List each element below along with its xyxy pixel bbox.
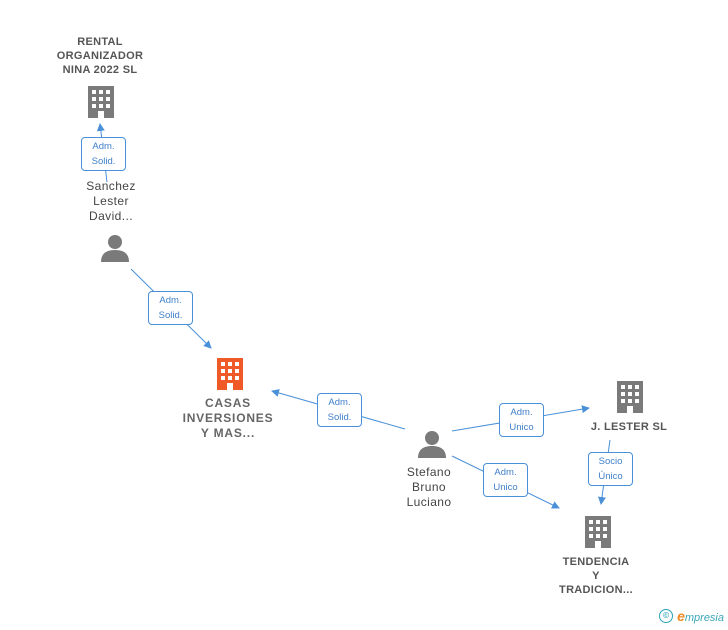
building-icon[interactable] <box>214 357 246 396</box>
building-icon[interactable] <box>583 515 613 554</box>
footer-credit: © empresia <box>659 608 724 624</box>
relation-role: Adm. <box>494 467 517 478</box>
relation-role: Socio <box>598 456 623 467</box>
person-name-line: Sanchez <box>86 179 136 193</box>
building-icon[interactable] <box>615 380 645 419</box>
company-name-line: TRADICION... <box>559 584 633 596</box>
person-name-line: Luciano <box>406 495 452 509</box>
company-name-line: J. LESTER SL <box>590 421 668 433</box>
relation-role: Unico <box>493 482 518 493</box>
person-label-sanchez[interactable]: Sanchez Lester David... <box>61 179 161 224</box>
person-name-line: David... <box>89 209 133 223</box>
brand-initial: e <box>677 608 685 624</box>
company-name-line: NINA 2022 SL <box>62 64 138 76</box>
relation-tag-stefano-tendencia[interactable]: Adm. Unico <box>483 463 528 497</box>
person-name-line: Stefano <box>406 465 452 479</box>
person-icon[interactable] <box>100 233 130 268</box>
person-name-line: Lester <box>93 194 129 208</box>
relation-tag-lester-tendencia[interactable]: Socio Único <box>588 452 633 486</box>
relation-role: Adm. <box>159 295 182 306</box>
building-icon[interactable] <box>86 85 116 124</box>
company-name-line: TENDENCIA <box>562 556 630 568</box>
person-label-stefano[interactable]: Stefano Bruno Luciano <box>379 465 479 510</box>
relation-role: Solid. <box>158 310 183 321</box>
company-name-line: Y MAS... <box>200 426 256 440</box>
company-name-line: Y <box>592 570 600 582</box>
relation-tag-stefano-lester[interactable]: Adm. Unico <box>499 403 544 437</box>
person-icon[interactable] <box>417 429 447 464</box>
company-label-rental[interactable]: RENTAL ORGANIZADOR NINA 2022 SL <box>30 35 170 77</box>
relation-tag-stefano-casas[interactable]: Adm. Solid. <box>317 393 362 427</box>
brand-logo[interactable]: empresia <box>677 608 724 624</box>
person-name-line: Bruno <box>411 480 447 494</box>
company-name-line: ORGANIZADOR <box>56 50 144 62</box>
relation-role: Unico <box>509 422 534 433</box>
brand-name: mpresia <box>684 612 724 624</box>
relation-tag-sanchez-rental[interactable]: Adm. Solid. <box>81 137 126 171</box>
relation-role: Adm. <box>510 407 533 418</box>
relation-role: Adm. <box>92 141 115 152</box>
company-name-line: INVERSIONES <box>182 411 274 425</box>
company-label-casas[interactable]: CASAS INVERSIONES Y MAS... <box>158 396 298 441</box>
relation-role: Solid. <box>91 156 116 167</box>
relation-role: Solid. <box>327 412 352 423</box>
company-name-line: CASAS <box>204 396 251 410</box>
relation-role: Adm. <box>328 397 351 408</box>
company-name-line: RENTAL <box>77 36 123 48</box>
company-label-tendencia[interactable]: TENDENCIA Y TRADICION... <box>526 555 666 597</box>
copyright-icon: © <box>659 609 674 623</box>
relation-tag-sanchez-casas[interactable]: Adm. Solid. <box>148 291 193 325</box>
relation-role: Único <box>598 471 623 482</box>
company-label-lester[interactable]: J. LESTER SL <box>559 420 699 434</box>
